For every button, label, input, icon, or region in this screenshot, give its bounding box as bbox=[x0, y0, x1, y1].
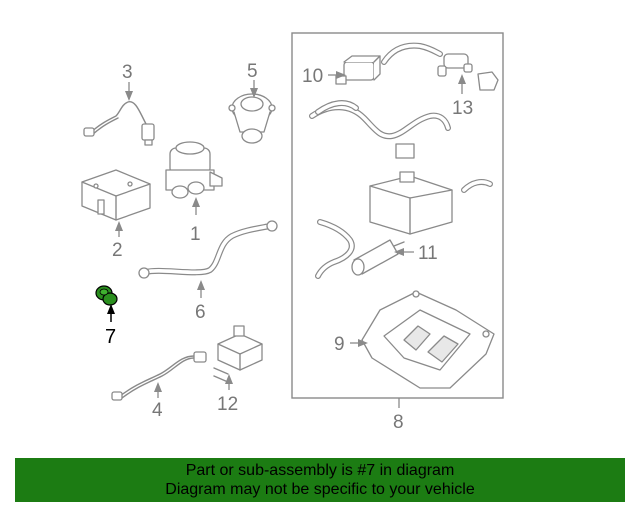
callout-4: 4 bbox=[152, 400, 163, 421]
banner-line-1: Part or sub-assembly is #7 in diagram bbox=[185, 462, 455, 479]
fuel-line[interactable] bbox=[315, 219, 355, 279]
parts-diagram: 3 2 1 5 6 bbox=[81, 32, 504, 433]
assembly-frame bbox=[291, 32, 504, 399]
callout-3: 3 bbox=[122, 62, 133, 83]
part-7-plug[interactable] bbox=[95, 285, 118, 306]
callout-1: 1 bbox=[190, 224, 201, 245]
part-6-tube[interactable] bbox=[138, 220, 278, 279]
part-2-module[interactable] bbox=[81, 169, 151, 221]
callout-6: 6 bbox=[195, 302, 206, 323]
part-9-shield[interactable] bbox=[361, 290, 495, 389]
part-12-solenoid[interactable] bbox=[213, 325, 263, 383]
part-11-filter[interactable] bbox=[351, 239, 405, 276]
callout-13: 13 bbox=[452, 98, 473, 119]
callout-10: 10 bbox=[302, 66, 323, 87]
part-1-valve[interactable] bbox=[165, 141, 223, 199]
part-10-vent-solenoid[interactable] bbox=[335, 55, 381, 85]
charcoal-canister[interactable] bbox=[369, 171, 493, 235]
part-3-sensor-harness[interactable] bbox=[83, 101, 155, 146]
banner-line-2: Diagram may not be specific to your vehi… bbox=[165, 481, 475, 498]
part-4-oxygen-sensor[interactable] bbox=[111, 351, 207, 401]
callout-2: 2 bbox=[112, 240, 123, 261]
callout-9: 9 bbox=[334, 334, 345, 355]
part-5-egr-valve[interactable] bbox=[228, 93, 276, 144]
callout-12: 12 bbox=[217, 394, 238, 415]
vapor-hose[interactable] bbox=[381, 42, 443, 65]
callout-5: 5 bbox=[247, 61, 258, 82]
callout-8: 8 bbox=[393, 412, 404, 433]
vapor-lines[interactable] bbox=[309, 100, 451, 159]
callout-11: 11 bbox=[418, 243, 438, 264]
diagram-notice-banner: Part or sub-assembly is #7 in diagram Di… bbox=[15, 458, 625, 502]
part-13-purge-valve[interactable] bbox=[437, 53, 499, 91]
callout-7: 7 bbox=[105, 326, 116, 348]
